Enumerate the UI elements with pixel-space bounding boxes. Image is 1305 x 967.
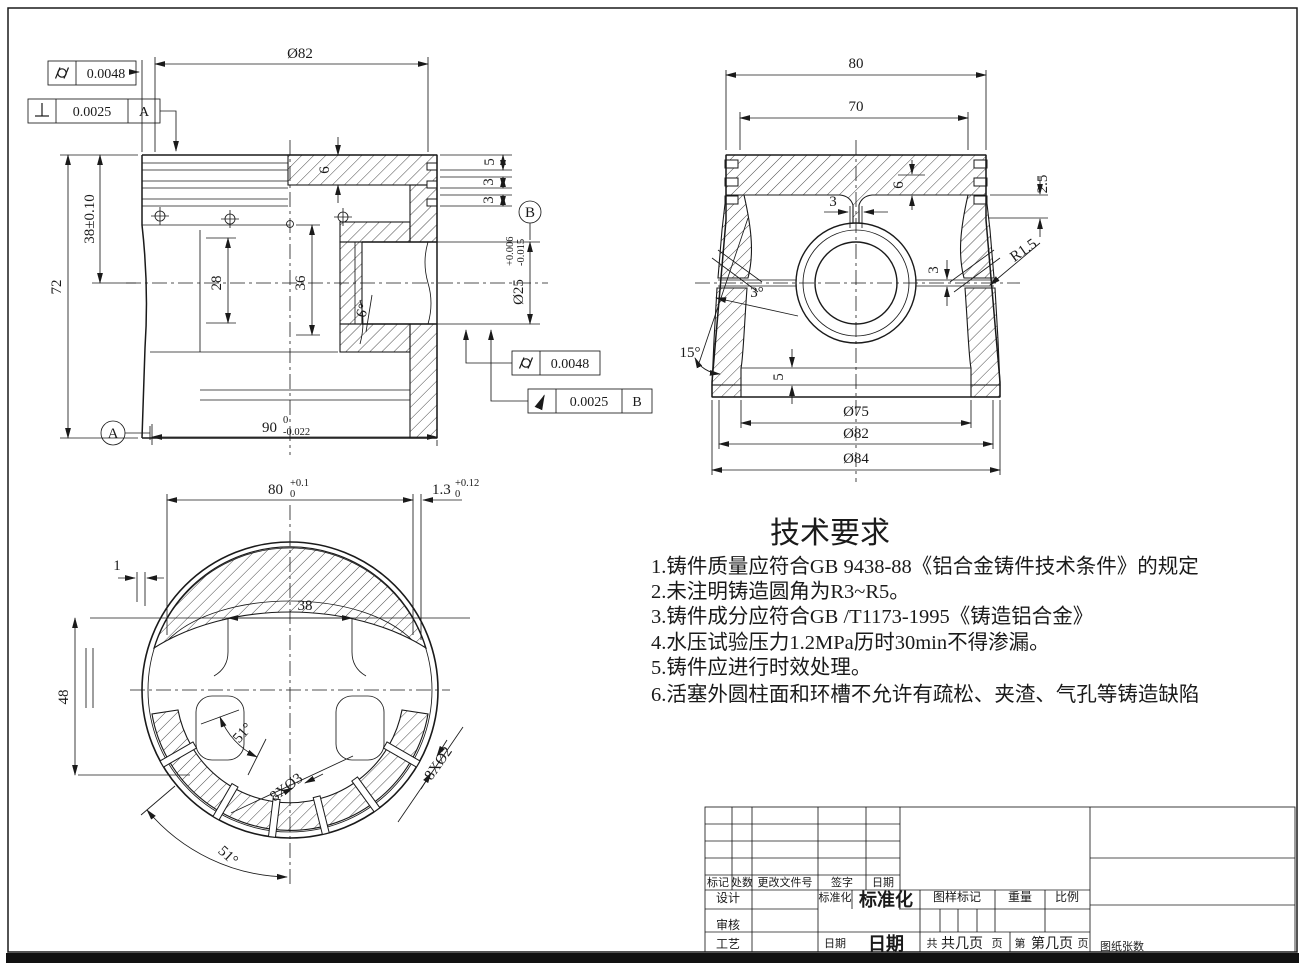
dim-bore-tol-dn: -0.015 <box>516 239 527 266</box>
bottom-view: 80 +0.1 0 1.3 +0.12 0 1 38 48 51° 8XØ <box>56 478 479 885</box>
tb-weight: 重量 <box>1008 890 1032 904</box>
dim-90-dn: -0.022 <box>283 427 310 438</box>
side-view: 80 70 3 6 3 2.5 R1.5 3° <box>680 56 1051 482</box>
dim-dia75: Ø75 <box>843 404 869 420</box>
tb-standardization-large: 标准化 <box>858 889 913 910</box>
dim-land-5: 5 <box>482 158 498 166</box>
title-block: 标记 处数 更改文件号 签字 日期 设计 标准化 标准化 图样标记 重量 比例 … <box>704 806 1296 954</box>
datum-b-circle <box>518 200 542 224</box>
dim-70: 70 <box>849 99 864 115</box>
tech-req-item-4: 4.水压试验压力1.2MPa历时30min不得渗漏。 <box>651 631 1050 654</box>
dim-crown6: 6 <box>891 181 907 189</box>
tb-count: 处数 <box>731 876 753 889</box>
dim-3deg: 3° <box>750 285 764 301</box>
dim-dia84: Ø84 <box>843 451 869 467</box>
tb-page-suffix: 页 <box>1078 938 1089 950</box>
tech-req-item-5: 5.铸件应进行时效处理。 <box>651 656 871 679</box>
tb-drawing-mark: 图样标记 <box>933 889 981 904</box>
tech-requirements-title: 技术要求 <box>770 517 890 550</box>
tb-total-big: 共几页 <box>941 936 983 952</box>
tb-sign: 签字 <box>831 875 853 889</box>
tb-design: 设计 <box>716 891 740 905</box>
front-view-hatching <box>287 154 438 439</box>
dim-8x2: 8XØ2 <box>422 744 456 783</box>
gdt-runout-value: 0.0025 <box>570 395 609 410</box>
tb-sheet-count: 图纸张数 <box>1100 940 1144 953</box>
dim-51deg-a: 51° <box>230 720 256 746</box>
dim-slot-3: 3 <box>829 194 837 210</box>
tb-change-doc: 更改文件号 <box>758 875 813 889</box>
dim-80-up: +0.1 <box>290 478 309 489</box>
dim-80-dn: 0 <box>290 489 295 500</box>
tb-total-suffix: 页 <box>992 938 1003 950</box>
dim-bore-dia25: Ø25 <box>511 279 527 305</box>
dim-land-3a: 3 <box>481 178 497 186</box>
dim-36: 36 <box>293 275 309 291</box>
circular-runout-icon <box>540 396 545 407</box>
tb-date-large: 日期 <box>868 934 904 954</box>
front-view-gdt: 0.0048 0.0025 A 0.0048 0.0025 B <box>27 60 653 414</box>
dim-48: 48 <box>56 690 72 705</box>
dim-90: 90 <box>262 420 277 436</box>
dim-72: 72 <box>49 280 65 295</box>
dim-80: 80 <box>849 56 864 72</box>
gdt-perp-value: 0.0025 <box>73 105 112 120</box>
dim-90-up: 0 <box>283 415 288 426</box>
datum-b-label: B <box>525 205 535 221</box>
tb-mark: 标记 <box>707 875 729 889</box>
tb-page-big: 第几页 <box>1031 935 1073 952</box>
tb-process: 工艺 <box>716 937 740 951</box>
dim-rib-3: 3 <box>926 266 942 274</box>
sheet-border <box>6 7 1299 963</box>
dim-2-5: 2.5 <box>1035 175 1051 194</box>
gdt-runout-datum: B <box>632 395 641 410</box>
tech-req-item-3: 3.铸件成分应符合GB /T1173-1995《铸造铝合金》 <box>651 605 1093 628</box>
dim-dia82: Ø82 <box>287 46 313 62</box>
dim-r1-5: R1.5 <box>1007 236 1040 266</box>
tb-date-small: 日期 <box>824 937 846 950</box>
dim-land-3b: 3 <box>481 196 497 204</box>
side-view-centerlines <box>695 140 1020 482</box>
gdt-perp-datum: A <box>139 105 150 120</box>
gdt-cyl-top-value: 0.0048 <box>87 67 126 82</box>
tb-scale: 比例 <box>1055 890 1079 904</box>
dim-crown-6: 6 <box>317 166 333 174</box>
dim-15deg: 15° <box>680 345 701 361</box>
tech-req-item-2: 2.未注明铸造圆角为R3~R5。 <box>651 580 910 603</box>
dim-bore-tol-up: +0.006 <box>505 236 516 266</box>
dim-28: 28 <box>209 276 225 291</box>
dim-51deg-b: 51° <box>215 843 241 869</box>
dim-8x3: 8XØ3 <box>267 770 306 805</box>
dim-1-3: 1.3 <box>432 482 451 498</box>
dim-1-3-dn: 0 <box>455 489 460 500</box>
gdt-cyl-bore-value: 0.0048 <box>551 357 590 372</box>
dim-1-3-up: +0.12 <box>455 478 479 489</box>
tb-page-prefix: 第 <box>1015 936 1026 950</box>
dim-80: 80 <box>268 482 283 498</box>
tech-req-item-1: 1.铸件质量应符合GB 9438-88《铝合金铸件技术条件》的规定 <box>651 555 1199 578</box>
oil-hole-marks <box>151 207 352 228</box>
front-view-centerlines <box>126 60 548 455</box>
perpendicularity-icon <box>34 102 50 117</box>
bottom-view-centerlines <box>130 505 450 885</box>
tb-date: 日期 <box>872 876 894 889</box>
datum-a-label: A <box>108 426 119 442</box>
tech-requirements: 技术要求 1.铸件质量应符合GB 9438-88《铝合金铸件技术条件》的规定 2… <box>651 517 1199 706</box>
front-view-dimensions: Ø82 72 38±0.10 28 36 6 <box>49 46 542 446</box>
dim-38: 38±0.10 <box>82 194 98 243</box>
dim-skirt-5: 5 <box>771 373 787 381</box>
dim-wall-1: 1 <box>113 558 121 574</box>
cylindricity-icon <box>54 66 70 80</box>
tb-standardization-small: 标准化 <box>819 890 852 904</box>
dim-dia82: Ø82 <box>843 426 869 442</box>
tb-total-prefix: 共 <box>927 937 938 950</box>
tb-review: 审核 <box>716 917 740 932</box>
dim-38: 38 <box>298 598 313 614</box>
dim-taper-6deg: 6° <box>354 302 373 320</box>
front-view: Ø82 72 38±0.10 28 36 6 <box>27 46 653 455</box>
tech-req-item-6: 6.活塞外圆柱面和环槽不允许有疏松、夹渣、气孔等铸造缺陷 <box>651 683 1199 706</box>
sheet-bottom-bar <box>6 953 1299 963</box>
cylindricity-icon <box>518 356 534 370</box>
